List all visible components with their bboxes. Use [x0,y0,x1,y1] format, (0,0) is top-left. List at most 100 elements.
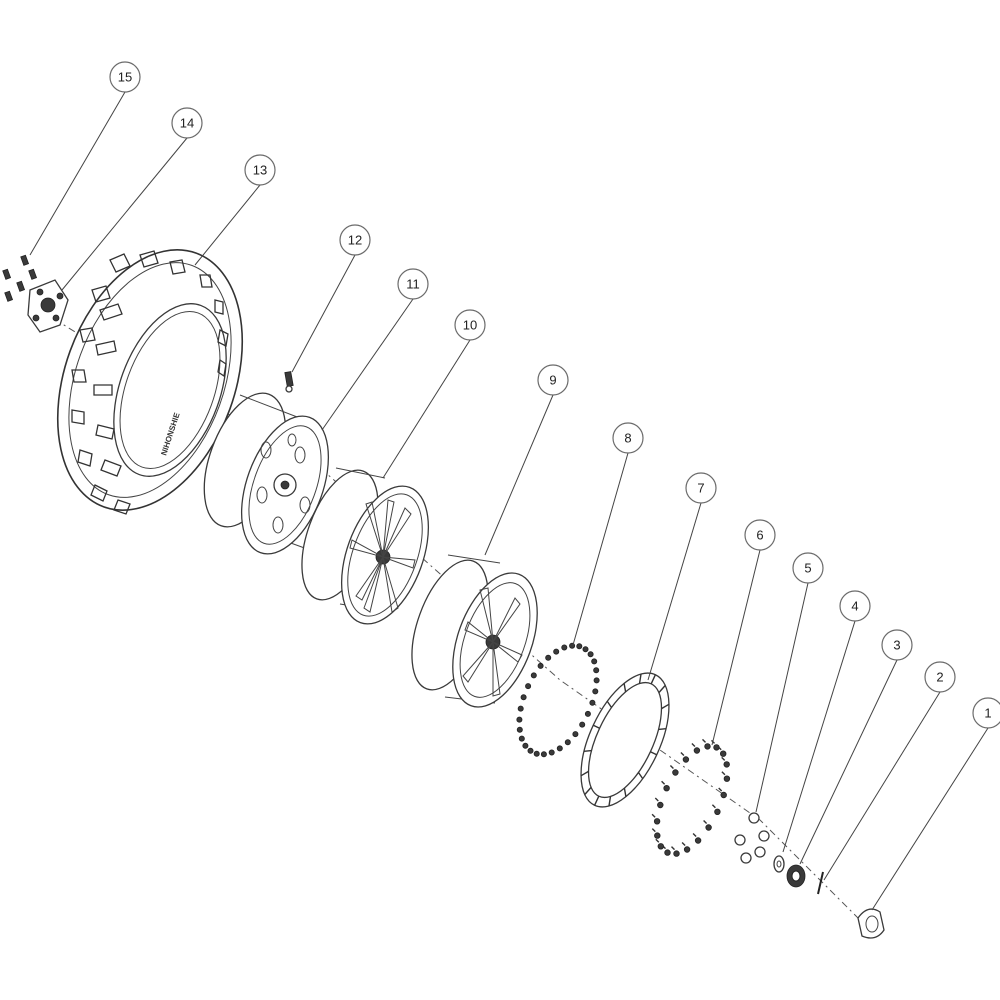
ring-bolt [692,833,702,844]
ring-mark [593,795,600,806]
ring-dot [582,646,589,653]
callout-6: 6 [744,519,776,551]
callout-circle-4 [839,590,871,622]
ring-mark [592,724,600,729]
ring-dot [579,721,586,728]
ring-dot [564,739,571,746]
leader-line-4 [782,620,856,853]
callout-number: 15 [118,70,132,85]
callout-number: 3 [893,638,900,653]
ring-bolt [703,820,712,831]
callout-circle-6 [744,519,776,551]
part-6-bolts [651,738,731,857]
ring-dot [548,749,555,756]
ring-mark [650,674,657,685]
ring-mark [637,772,644,779]
callout-10: 10 [454,309,486,341]
ring-dot [587,651,594,658]
part-9-beadlock-wheel [411,554,538,708]
ring-dot [593,677,600,684]
callout-number: 4 [851,599,858,614]
callout-number: 13 [253,163,267,178]
callout-circle-15 [109,61,141,93]
part-11-inner-rim [203,392,330,555]
callout-14: 14 [171,107,203,139]
ring-bolt [691,743,701,754]
ring-mark [658,728,667,731]
ring-dot [572,731,579,738]
leader-line-8 [572,452,629,646]
ring-dot [516,716,523,723]
callout-number: 7 [697,481,704,496]
ring-dot [545,654,552,661]
part-10-alloy-wheel [301,467,430,625]
ring-mark [584,786,592,796]
leader-line-2 [823,691,941,881]
ring-dot [584,710,591,717]
part-5-lug-nuts [734,812,770,864]
leader-line-10 [382,339,471,479]
ring-dot [591,658,598,665]
callout-7: 7 [685,472,717,504]
ring-bolt [721,756,730,768]
callout-11: 11 [397,268,429,300]
ring-dot [561,644,568,651]
ring-mark [623,683,627,693]
ring-mark [658,684,666,694]
callout-circle-7 [685,472,717,504]
ring-dot [553,648,560,655]
part-4-washer [773,855,785,873]
ring-dot [527,747,534,754]
ring-dot [556,745,563,752]
callout-circle-9 [537,364,569,396]
ring-dot [537,662,544,669]
callout-number: 5 [804,561,811,576]
ring-bolt [651,828,661,839]
callout-4: 4 [839,590,871,622]
callout-5: 5 [792,552,824,584]
callout-15: 15 [109,61,141,93]
callout-number: 8 [624,431,631,446]
leader-line-3 [799,659,898,865]
ring-bolt [711,804,721,815]
ring-dot [530,672,537,679]
ring-bolt [651,813,661,825]
ring-dot [517,705,524,712]
callout-circle-12 [339,224,371,256]
part-15-bolts [2,254,38,302]
callout-circle-14 [171,107,203,139]
ring-dot [576,643,583,650]
part-2-cotter-pin [817,871,824,895]
callout-circle-10 [454,309,486,341]
callout-circle-11 [397,268,429,300]
part-7-beadlock-ring [580,672,670,808]
ring-dot [516,726,523,733]
callout-number: 2 [936,670,943,685]
part-1-hub-cap [857,908,885,939]
callout-circle-3 [881,629,913,661]
leader-line-6 [711,549,761,746]
callout-1: 1 [972,697,1000,729]
part-8-ring-bolts [516,642,600,758]
ring-bolt [721,771,731,782]
callout-9: 9 [537,364,569,396]
ring-bolt [661,780,670,792]
leader-line-12 [291,254,356,373]
ring-mark [583,749,592,752]
ring-mark [661,703,670,710]
ring-bolt [654,797,664,809]
leader-line-14 [61,137,188,291]
callout-circle-2 [924,661,956,693]
ring-bolt [718,787,727,799]
leader-line-9 [484,394,554,556]
ring-dot [522,742,529,749]
callout-2: 2 [924,661,956,693]
part-13-tire: NIHONSHIE [56,249,244,515]
callout-number: 1 [984,706,991,721]
ring-mark [608,796,612,807]
ring-dot [589,699,596,706]
leader-line-15 [29,91,126,256]
leader-line-13 [194,184,261,266]
ring-dot [540,751,547,758]
part-12-valve-stem [284,371,294,393]
